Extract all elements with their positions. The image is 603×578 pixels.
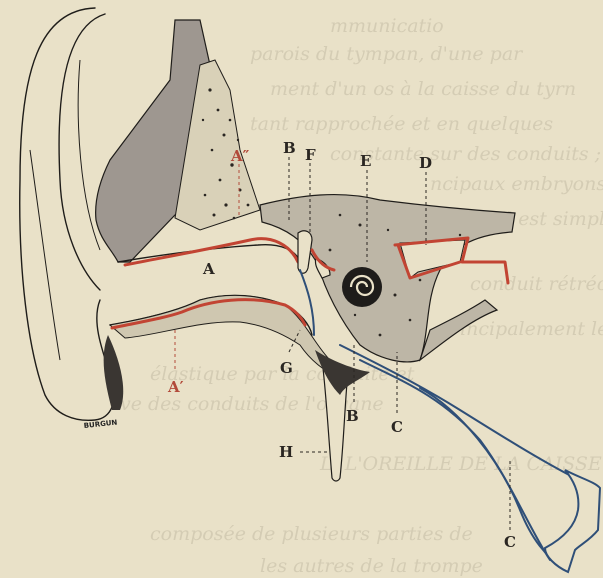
ghost-line: incipalement le tympan est en (460, 318, 603, 340)
ghost-line: tant rapprochée et en quelques (250, 113, 553, 135)
cochlea (342, 267, 382, 307)
ghost-line: L. L'OREILLE DE LA CAISSE DU TYMPAN (319, 453, 603, 475)
ghost-line: mmunicatio (330, 15, 444, 37)
ghost-line: parois du tympan, d'une par (250, 43, 524, 65)
label-D: D (419, 154, 432, 172)
label-C-bottom: C (504, 533, 516, 551)
label-G: G (280, 359, 293, 377)
label-A: A (202, 260, 215, 278)
ghost-line: ncipaux embryons, qui est dans ce (430, 173, 603, 195)
ghost-line: il est simplement disposé, un os (500, 208, 603, 230)
label-C-mid: C (391, 418, 403, 436)
ghost-line: les autres de la trompe (260, 555, 483, 577)
ghost-line: ment d'un os à la caisse du tyrn (270, 78, 576, 100)
label-E: E (360, 152, 371, 170)
label-A-double-prime: A″ (230, 147, 250, 165)
label-H: H (279, 443, 293, 461)
label-B-bottom: B (346, 407, 359, 425)
ghost-line: conduit rétréci et qui est de (470, 273, 603, 295)
lobule-shading (104, 335, 124, 410)
ghost-line: composée de plusieurs parties de (150, 523, 473, 545)
label-F: F (305, 146, 316, 164)
label-A-prime: A′ (167, 378, 184, 396)
label-B-top: B (283, 139, 296, 157)
